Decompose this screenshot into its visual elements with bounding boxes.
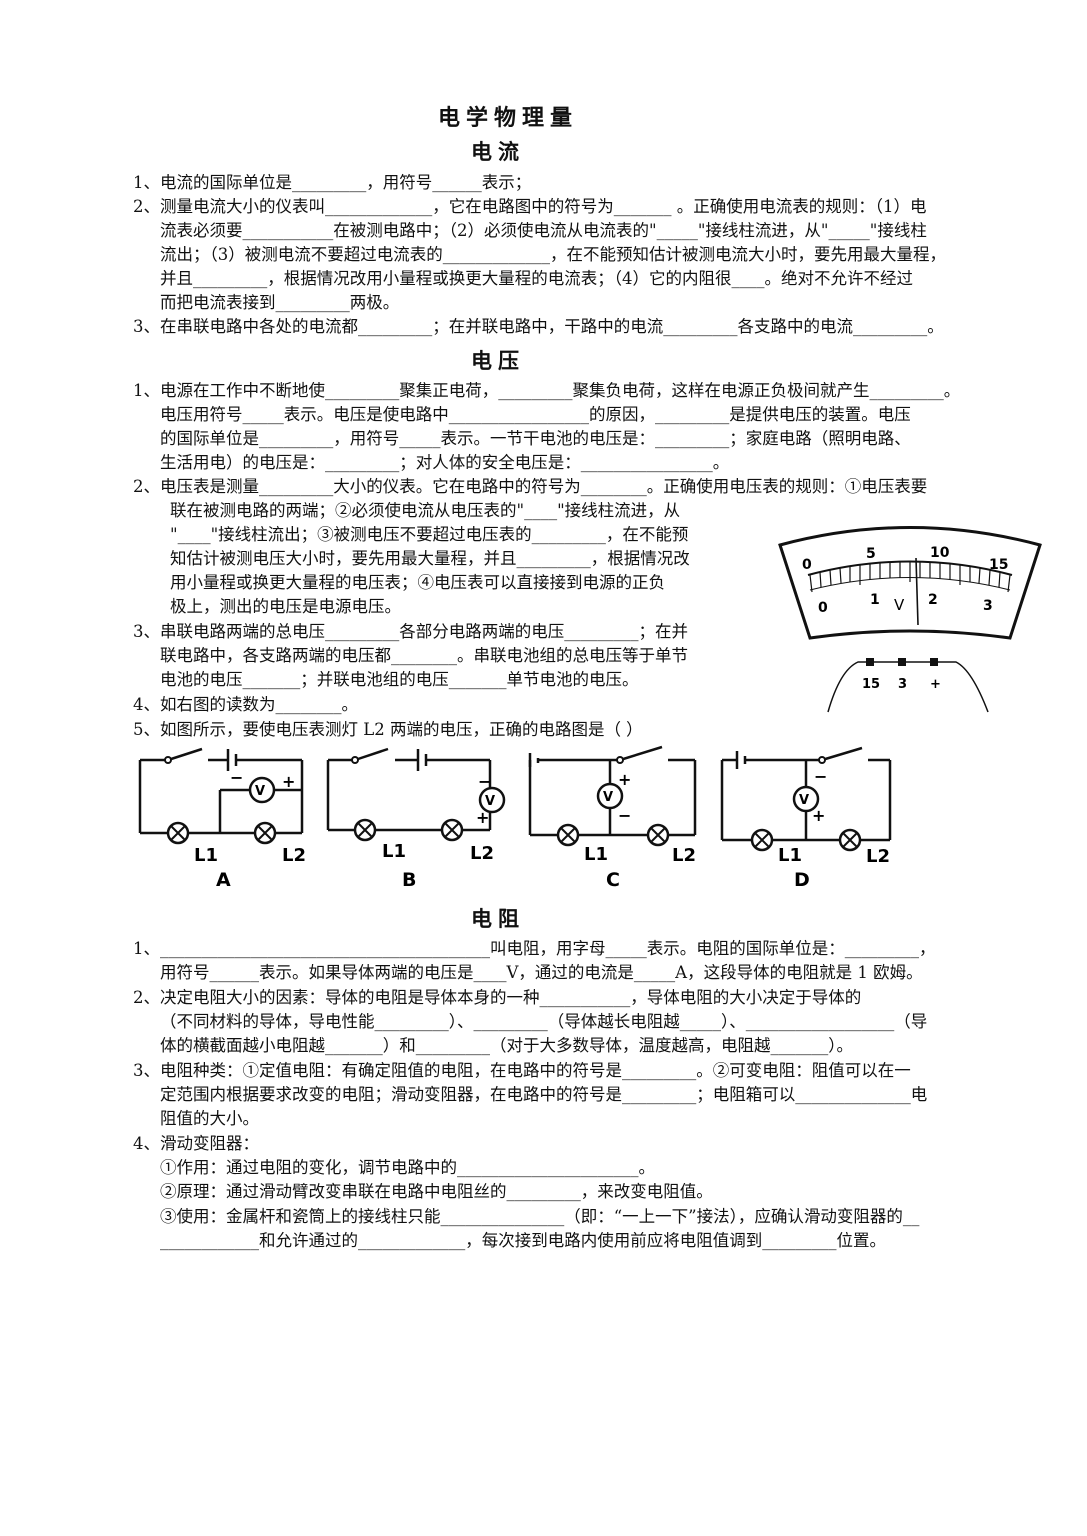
page-title: 电学物理量 xyxy=(438,105,579,131)
svg-text:V: V xyxy=(799,793,809,808)
resistance-line-6: 3、电阻种类：①定值电阻：有确定阻值的电阻，在电路中的符号是_________。… xyxy=(133,1061,911,1080)
circuit-b-l1-label: L1 xyxy=(382,841,406,862)
svg-text:V: V xyxy=(255,784,265,799)
meter-bottom-scale-1: 1 xyxy=(870,592,880,608)
voltage-line-5: 2、电压表是测量_________大小的仪表。它在电路中的符号为________… xyxy=(133,477,928,496)
voltmeter-icon xyxy=(478,786,506,814)
voltage-line-6: 联在被测电路的两端；②必须使电流从电压表的"____"接线柱流进，从 xyxy=(170,501,681,520)
svg-text:+: + xyxy=(476,808,489,827)
current-line-3: 流表必须要___________在被测电路中；（2）必须使电流从电流表的"___… xyxy=(160,221,927,240)
circuit-diagram-b: V − + L1 L2 B xyxy=(326,747,506,891)
voltage-line-14: 4、如右图的读数为________。 xyxy=(133,695,358,714)
voltage-line-2: 电压用符号_____表示。电压是使电路中_________________的原因… xyxy=(160,405,911,424)
resistance-line-8: 阻值的大小。 xyxy=(160,1109,259,1128)
voltage-line-15: 5、如图所示，要使电压表测灯 L2 两端的电压，正确的电路图是（ ） xyxy=(133,720,643,739)
resistance-line-2: 用符号______表示。如果导体两端的电压是____V，通过的电流是_____A… xyxy=(160,963,923,982)
circuit-c-l1-label: L1 xyxy=(584,844,608,865)
section-heading-resistance: 电阻 xyxy=(471,906,525,931)
current-line-6: 而把电流表接到_________两极。 xyxy=(160,293,400,312)
voltage-line-12: 联电路中，各支路两端的电压都________。串联电池组的总电压等于单节 xyxy=(160,646,688,665)
meter-bottom-scale-3: 3 xyxy=(983,598,993,614)
section-heading-voltage: 电压 xyxy=(471,348,525,373)
resistance-line-5: 体的横截面越小电阻越_______）和_________（对于大多数导体，温度越… xyxy=(160,1036,853,1055)
meter-top-scale-5: 5 xyxy=(866,546,876,562)
current-line-1: 1、电流的国际单位是_________，用符号______表示； xyxy=(133,173,532,192)
circuit-c-l2-label: L2 xyxy=(672,845,696,866)
resistance-line-12: ③使用：金属杆和瓷筒上的接线柱只能_______________（即：“一上一下… xyxy=(160,1207,920,1226)
circuit-b-l2-label: L2 xyxy=(470,843,494,864)
svg-text:+: + xyxy=(282,772,295,791)
svg-text:V: V xyxy=(485,794,495,809)
voltmeter-icon xyxy=(792,785,820,813)
circuit-d-l2-label: L2 xyxy=(866,846,890,867)
terminal-3-label: 3 xyxy=(898,677,907,692)
resistance-line-11: ②原理：通过滑动臂改变串联在电路中电阻丝的_________，来改变电阻值。 xyxy=(160,1182,713,1201)
svg-text:−: − xyxy=(814,767,827,786)
section-heading-current: 电流 xyxy=(471,139,525,164)
circuit-diagram-d: V − + L1 L2 D xyxy=(720,746,892,891)
circuit-a-l2-label: L2 xyxy=(282,845,306,866)
voltage-line-10: 极上，测出的电压是电源电压。 xyxy=(170,597,401,616)
svg-text:+: + xyxy=(812,806,825,825)
current-line-5: 并且_________，根据情况改用小量程或换更大量程的电流表；（4）它的内阻很… xyxy=(160,269,913,288)
current-line-2: 2、测量电流大小的仪表叫_____________，它在电路图中的符号为____… xyxy=(133,197,927,216)
meter-face-outline xyxy=(778,526,1042,640)
circuit-diagram-c: V + − L1 L2 C xyxy=(528,745,697,891)
circuit-d-letter: D xyxy=(794,869,810,891)
svg-text:+: + xyxy=(618,770,631,789)
meter-needle xyxy=(915,557,919,626)
voltmeter-icon xyxy=(248,776,276,804)
voltage-line-8: 知估计被测电压大小时，要先用最大量程，并且_________，根据情况改 xyxy=(170,549,690,568)
meter-top-scale-10: 10 xyxy=(930,545,950,561)
voltage-line-3: 的国际单位是_________，用符号_____表示。一节干电池的电压是：___… xyxy=(160,429,911,448)
circuit-d-l1-label: L1 xyxy=(778,845,802,866)
resistance-line-3: 2、决定电阻大小的因素：导体的电阻是导体本身的一种___________，导体电… xyxy=(133,988,862,1007)
meter-scale-arc xyxy=(807,560,1013,576)
svg-text:−: − xyxy=(618,806,631,825)
voltage-line-4: 生活用电）的电压是：_________；对人体的安全电压是：__________… xyxy=(160,453,730,472)
svg-text:−: − xyxy=(478,772,491,791)
resistance-line-7: 定范围内根据要求改变的电阻；滑动变阻器，在电路中的符号是_________；电阻… xyxy=(160,1085,928,1104)
terminal-15-label: 15 xyxy=(862,677,880,692)
svg-text:V: V xyxy=(603,790,613,805)
meter-bottom-scale-0: 0 xyxy=(818,600,828,616)
resistance-line-1: 1、______________________________________… xyxy=(133,939,936,958)
resistance-line-9: 4、滑动变阻器： xyxy=(133,1134,259,1153)
voltmeter-icon xyxy=(596,782,624,810)
current-line-4: 流出；（3）被测电流不要超过电流表的_____________，在不能预知估计被… xyxy=(160,245,946,264)
voltage-line-9: 用小量程或换更大量程的电压表；④电压表可以直接接到电源的正负 xyxy=(170,573,665,592)
circuit-b-letter: B xyxy=(402,869,416,891)
voltage-line-13: 电池的电压_______；并联电池组的电压_______单节电池的电压。 xyxy=(160,670,639,689)
terminal-plus-label: + xyxy=(930,677,941,692)
circuit-diagram-a: V − + L1 L2 A xyxy=(138,747,306,891)
circuit-a-letter: A xyxy=(216,869,231,891)
meter-base-outline xyxy=(827,661,989,713)
circuit-a-l1-label: L1 xyxy=(194,845,218,866)
meter-top-scale-0: 0 xyxy=(802,557,812,573)
meter-bottom-scale-2: 2 xyxy=(928,592,938,608)
meter-unit: V xyxy=(894,596,905,614)
voltage-line-7: "____"接线柱流出；③被测电压不要超过电压表的_________，在不能预 xyxy=(170,525,689,544)
voltage-line-1: 1、电源在工作中不断地使_________聚集正电荷，_________聚集负电… xyxy=(133,381,961,400)
resistance-line-4: （不同材料的导体，导电性能_________）、_________（导体越长电阻… xyxy=(160,1012,928,1031)
current-line-7: 3、在串联电路中各处的电流都_________；在并联电路中，干路中的电流___… xyxy=(133,317,944,336)
circuit-c-letter: C xyxy=(606,869,620,891)
svg-text:−: − xyxy=(230,768,243,787)
resistance-line-10: ①作用：通过电阻的变化，调节电路中的______________________… xyxy=(160,1158,655,1177)
voltage-line-11: 3、串联电路两端的总电压_________各部分电路两端的电压_________… xyxy=(133,622,688,641)
resistance-line-13: ____________和允许通过的_____________，每次接到电路内使… xyxy=(160,1231,886,1250)
meter-top-scale-15: 15 xyxy=(989,557,1008,573)
voltmeter-dial-figure: 0 5 10 15 0 1 2 3 V 15 3 + xyxy=(778,526,1042,713)
